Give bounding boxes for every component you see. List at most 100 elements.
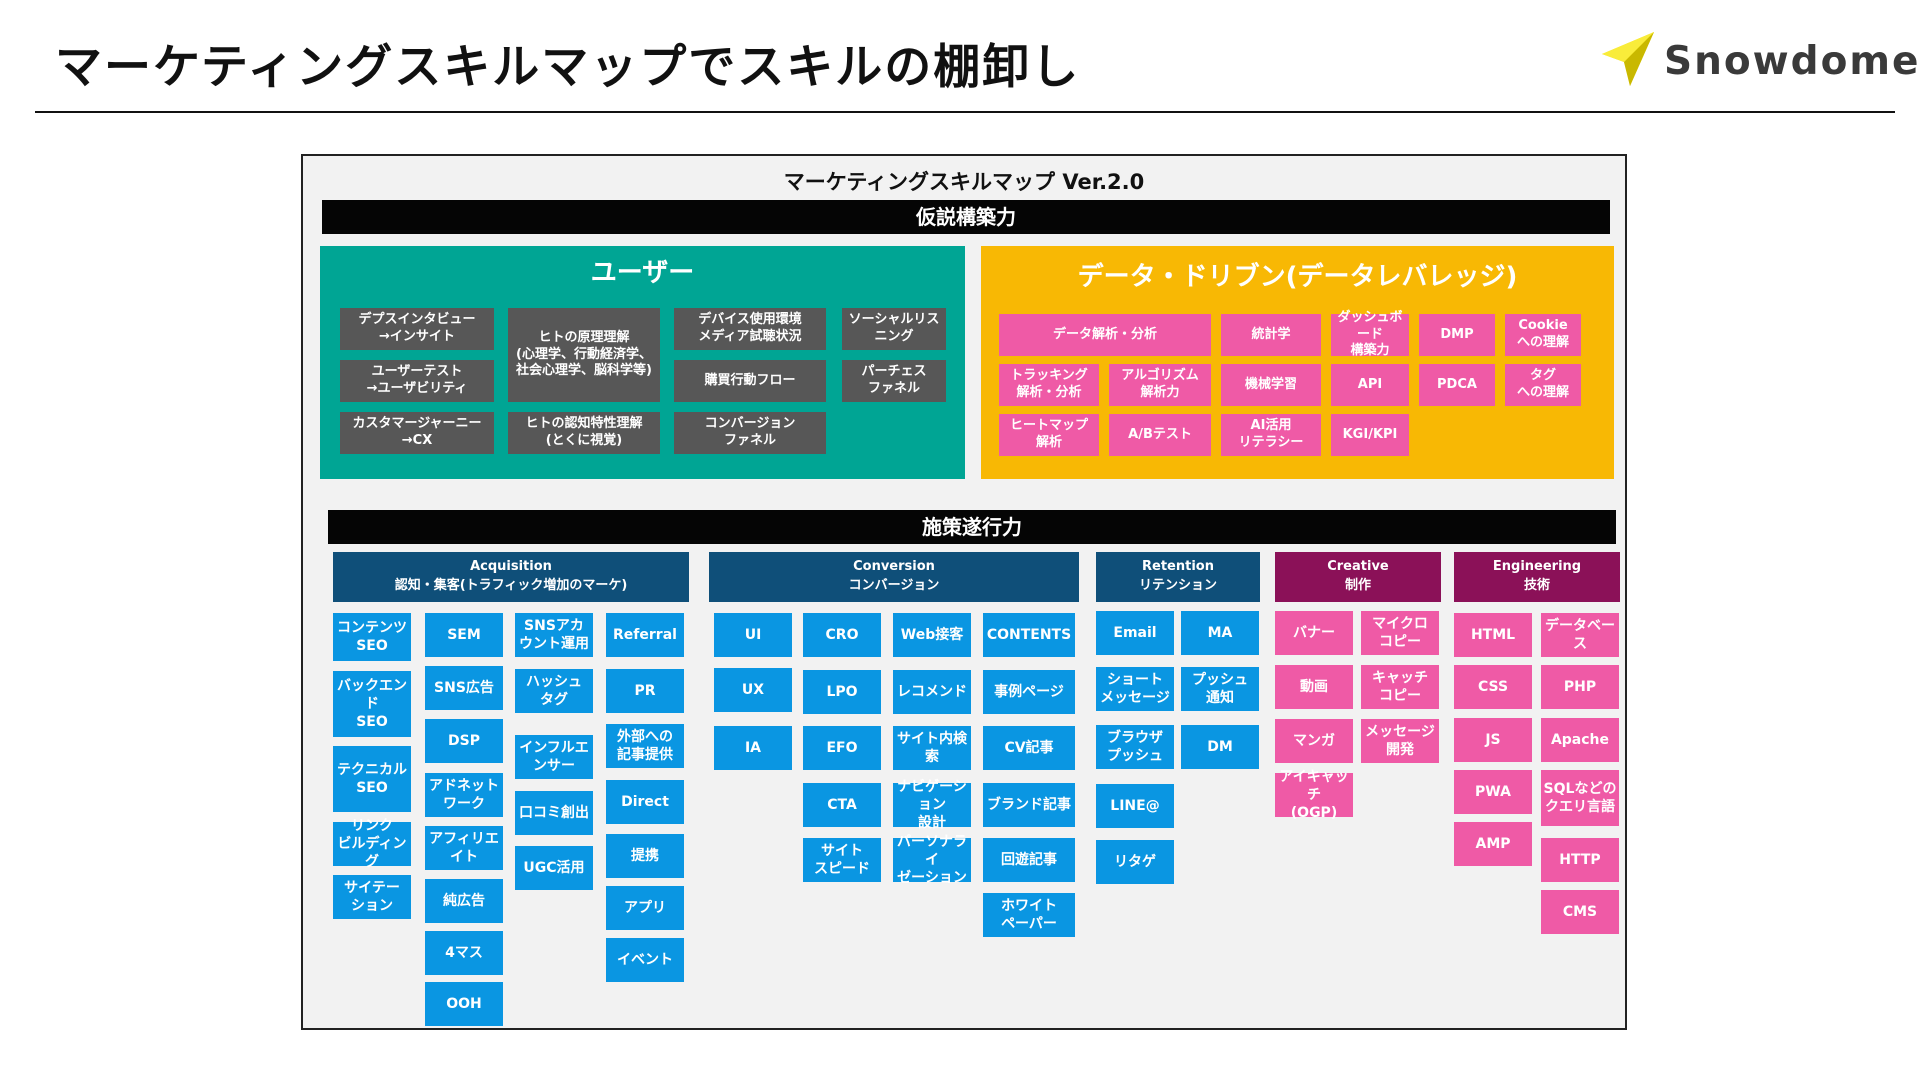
- execution-area: Acquisition 認知・集客(トラフィック増加のマーケ) Conversion…: [303, 156, 1625, 1028]
- acquisition-skill-box: Direct: [606, 780, 684, 824]
- conversion-skill-box: CONTENTS: [983, 613, 1075, 657]
- acquisition-skill-box: DSP: [425, 719, 503, 763]
- category-title-en: Acquisition: [470, 559, 552, 575]
- data-skill-box: DMP: [1419, 314, 1495, 356]
- retention-skill-box: Email: [1096, 611, 1174, 655]
- data-skill-box: アルゴリズム 解析力: [1109, 364, 1211, 406]
- conversion-skill-box: CRO: [803, 613, 881, 657]
- retention-skill-box: MA: [1181, 611, 1259, 655]
- creative-skill-box: メッセージ 開発: [1361, 719, 1439, 763]
- category-header: Engineering 技術: [1454, 552, 1620, 602]
- data-skill-box: タグ への理解: [1505, 364, 1581, 406]
- execution-bar: 施策遂行力: [328, 510, 1616, 544]
- data-skill-box: A/Bテスト: [1109, 414, 1211, 456]
- engineering-skill-box: データベース: [1541, 613, 1619, 657]
- conversion-skill-box: 回遊記事: [983, 838, 1075, 882]
- acquisition-skill-box: 口コミ創出: [515, 791, 593, 835]
- data-skill-box: AI活用 リテラシー: [1221, 414, 1321, 456]
- acquisition-skill-box: サイテー ション: [333, 875, 411, 919]
- conversion-skill-box: サイト スピード: [803, 838, 881, 882]
- conversion-skill-box: UI: [714, 613, 792, 657]
- category-title-en: Conversion: [853, 559, 935, 575]
- category-header: Acquisition 認知・集客(トラフィック増加のマーケ): [333, 552, 689, 602]
- acquisition-skill-box: PR: [606, 669, 684, 713]
- data-panel-title: データ・ドリブン(データレバレッジ): [1077, 262, 1518, 292]
- acquisition-skill-box: 提携: [606, 834, 684, 878]
- acquisition-skill-box: アフィリエ イト: [425, 826, 503, 870]
- acquisition-skill-box: アドネット ワーク: [425, 773, 503, 817]
- data-panel: データ・ドリブン(データレバレッジ) データ解析・分析統計学ダッシュボード 構築…: [981, 246, 1614, 479]
- engineering-skill-box: HTTP: [1541, 838, 1619, 882]
- title-divider: [35, 111, 1895, 113]
- user-skill-box: ヒトの原理理解 (心理学、行動経済学、 社会心理学、脳科学等): [508, 308, 660, 402]
- conversion-skill-box: サイト内検索: [893, 726, 971, 770]
- engineering-skill-box: PWA: [1454, 770, 1532, 814]
- engineering-skill-box: PHP: [1541, 665, 1619, 709]
- skill-map: マーケティングスキルマップ Ver.2.0 仮説構築力 ユーザー デプスインタビ…: [301, 154, 1627, 1030]
- engineering-skill-box: SQLなどの クエリ言語: [1541, 770, 1619, 826]
- data-skill-box: ヒートマップ 解析: [999, 414, 1099, 456]
- acquisition-skill-box: イベント: [606, 938, 684, 982]
- creative-skill-box: 動画: [1275, 665, 1353, 709]
- acquisition-skill-box: UGC活用: [515, 846, 593, 890]
- data-skill-box: API: [1331, 364, 1409, 406]
- retention-skill-box: リタゲ: [1096, 840, 1174, 884]
- retention-skill-box: ブラウザ プッシュ: [1096, 725, 1174, 769]
- engineering-skill-box: HTML: [1454, 613, 1532, 657]
- acquisition-skill-box: アプリ: [606, 886, 684, 930]
- category-title-en: Creative: [1327, 559, 1389, 575]
- conversion-skill-box: EFO: [803, 726, 881, 770]
- conversion-skill-box: Web接客: [893, 613, 971, 657]
- acquisition-skill-box: 4マス: [425, 931, 503, 975]
- category-header: Retention リテンション: [1096, 552, 1260, 602]
- category-title-en: Retention: [1142, 559, 1214, 575]
- retention-skill-box: プッシュ 通知: [1181, 667, 1259, 711]
- acquisition-skill-box: OOH: [425, 982, 503, 1026]
- category-title-en: Engineering: [1492, 559, 1582, 575]
- category-title-ja: 技術: [1523, 578, 1550, 593]
- data-skill-box: KGI/KPI: [1331, 414, 1409, 456]
- user-skill-box: ソーシャルリス ニング: [842, 308, 946, 350]
- conversion-skill-box: ホワイト ペーパー: [983, 893, 1075, 937]
- category-title-ja: コンバージョン: [848, 578, 940, 593]
- conversion-skill-box: 事例ページ: [983, 670, 1075, 714]
- paper-plane-icon: [1602, 32, 1654, 86]
- user-panel-title: ユーザー: [590, 258, 695, 288]
- category-title-ja: リテンション: [1138, 578, 1217, 593]
- conversion-skill-box: UX: [714, 668, 792, 712]
- conversion-skill-box: LPO: [803, 670, 881, 714]
- conversion-skill-box: IA: [714, 726, 792, 770]
- acquisition-skill-box: 外部への 記事提供: [606, 724, 684, 768]
- data-skill-box: 統計学: [1221, 314, 1321, 356]
- engineering-skill-box: JS: [1454, 718, 1532, 762]
- user-skill-box: パーチェス ファネル: [842, 360, 946, 402]
- data-skill-box: 機械学習: [1221, 364, 1321, 406]
- user-panel: ユーザー デプスインタビュー →インサイトユーザーテスト →ユーザビリティカスタ…: [320, 246, 965, 479]
- user-skill-box: ユーザーテスト →ユーザビリティ: [340, 360, 494, 402]
- retention-skill-box: ショート メッセージ: [1096, 667, 1174, 711]
- category-title-ja: 制作: [1344, 578, 1371, 593]
- page-title: マーケティングスキルマップでスキルの棚卸し: [55, 40, 1081, 95]
- conversion-skill-box: CV記事: [983, 726, 1075, 770]
- creative-skill-box: マンガ: [1275, 719, 1353, 763]
- conversion-skill-box: ナビゲーション 設計: [893, 779, 971, 831]
- data-skill-box: Cookie への理解: [1505, 314, 1581, 356]
- acquisition-skill-box: Referral: [606, 613, 684, 657]
- conversion-skill-box: CTA: [803, 783, 881, 827]
- creative-skill-box: バナー: [1275, 611, 1353, 655]
- retention-skill-box: LINE@: [1096, 784, 1174, 828]
- user-skill-box: 購買行動フロー: [674, 360, 826, 402]
- user-skill-box: デバイス使用環境 メディア試聴状況: [674, 308, 826, 350]
- logo-text: Snowdome: [1664, 39, 1920, 84]
- data-skill-box: トラッキング 解析・分析: [999, 364, 1099, 406]
- data-skill-box: PDCA: [1419, 364, 1495, 406]
- acquisition-skill-box: コンテンツ SEO: [333, 613, 411, 661]
- acquisition-skill-box: バックエンド SEO: [333, 671, 411, 737]
- category-title-ja: 認知・集客(トラフィック増加のマーケ): [394, 578, 628, 593]
- category-header: Conversion コンバージョン: [709, 552, 1079, 602]
- conversion-skill-box: ブランド記事: [983, 783, 1075, 827]
- hypothesis-bar: 仮説構築力: [322, 200, 1610, 234]
- creative-skill-box: キャッチ コピー: [1361, 665, 1439, 709]
- engineering-skill-box: Apache: [1541, 718, 1619, 762]
- user-skill-box: カスタマージャーニー →CX: [340, 412, 494, 454]
